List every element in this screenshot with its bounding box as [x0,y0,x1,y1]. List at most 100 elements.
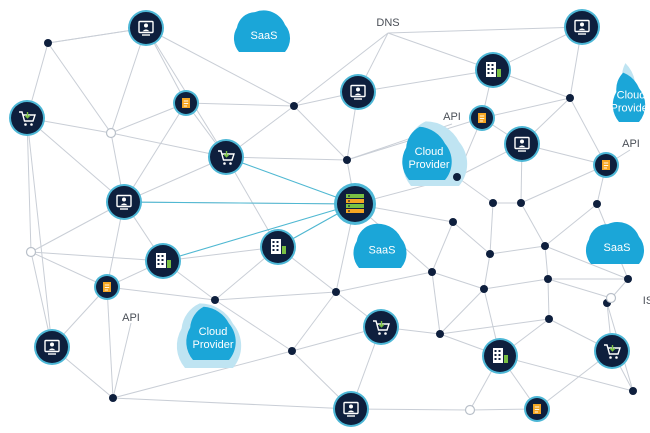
building-node [482,338,518,374]
cloud-label-saas-center: SaaS [369,245,396,257]
building-node [145,243,181,279]
cloud-icon [585,221,645,264]
api-label-left: API [122,312,140,324]
document-node [94,274,120,300]
network-link [26,117,125,203]
network-link [26,117,53,348]
network-link [520,202,546,247]
network-link [214,291,337,301]
document-icon [102,281,112,293]
api-label-top: API [443,111,461,123]
network-link [431,271,441,335]
network-node [449,218,457,226]
shopping-cart-node [9,100,45,136]
user-monitor-node [340,74,376,110]
cloud-layer: SaaSCloudProviderSaaSCloudProviderSaaSCl… [176,10,650,368]
document-node [469,105,495,131]
highlighted-link [225,156,356,205]
network-node [288,347,296,355]
network-link [387,26,583,34]
network-link [547,278,612,299]
network-node [428,268,436,276]
edge-layer [26,26,634,411]
network-link [185,102,295,107]
network-link [489,202,494,255]
central-hub-node [334,183,376,225]
network-node [453,173,461,181]
is-label-partial: IS [643,295,650,307]
node-layer [9,9,637,427]
network-link [456,176,494,204]
network-node [211,296,219,304]
network-node [343,156,351,164]
network-link [26,117,32,253]
hollow-node [605,292,617,304]
document-icon [181,97,191,109]
document-node [524,396,550,422]
cloud-label-cloud-provider-center: Cloud [415,146,444,158]
network-link [214,299,293,352]
shopping-cart-node [363,309,399,345]
network-link [123,156,227,203]
network-link [439,318,550,335]
network-link [293,32,389,107]
network-link [357,69,494,93]
label-layer: DNS API API API IS [122,17,650,324]
shopping-cart-node [208,139,244,175]
shopping-cart-node [594,333,630,369]
cloud-icon [353,223,407,268]
network-link [520,164,607,204]
building-node [475,52,511,88]
network-link [431,271,485,290]
network-link [110,102,187,134]
cloud-label-saas-top: SaaS [251,30,278,42]
cloud-label-cloud-provider-right: Provider [611,103,650,115]
network-link [489,245,546,255]
cloud-label-saas-right: SaaS [604,242,631,254]
network-link [162,246,279,262]
network-link [291,291,337,352]
network-link [106,286,114,399]
network-link [483,278,549,290]
network-link [30,251,164,262]
user-monitor-node [34,329,70,365]
network-link [47,42,112,134]
document-icon [601,159,611,171]
network-link [123,102,187,203]
server-rack-icon [346,194,364,213]
user-monitor-node [128,10,164,46]
network-link [431,221,454,273]
network-link [350,408,471,411]
network-link [439,288,485,335]
network-node [486,250,494,258]
document-icon [477,112,487,124]
cloud-label-cloud-provider-right: Cloud [617,90,646,102]
network-node [629,387,637,395]
network-link [544,245,549,280]
network-node [290,102,298,110]
highlighted-link [123,201,356,205]
network-link [112,397,352,410]
hollow-node [464,404,476,416]
network-link [110,132,227,158]
user-monitor-node [333,391,369,427]
network-link [452,221,491,255]
network-link [225,156,348,161]
highlighted-link [162,203,356,262]
network-link [499,355,634,392]
network-link [547,278,550,320]
cloud-icon [402,126,452,180]
cloud-icon [233,10,291,52]
network-node [44,39,52,47]
cloud-label-cloud-provider-left: Cloud [199,326,228,338]
network-link [106,286,216,301]
network-link [112,350,293,399]
hollow-node [25,246,37,258]
user-monitor-node [106,184,142,220]
network-node [480,285,488,293]
user-monitor-node [564,9,600,45]
network-link [145,27,295,107]
cloud-icon [612,72,646,122]
